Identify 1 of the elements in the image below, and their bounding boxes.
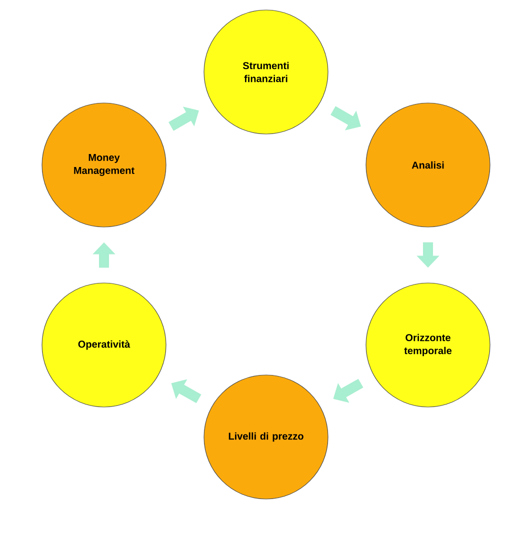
block-arrow <box>168 106 199 131</box>
